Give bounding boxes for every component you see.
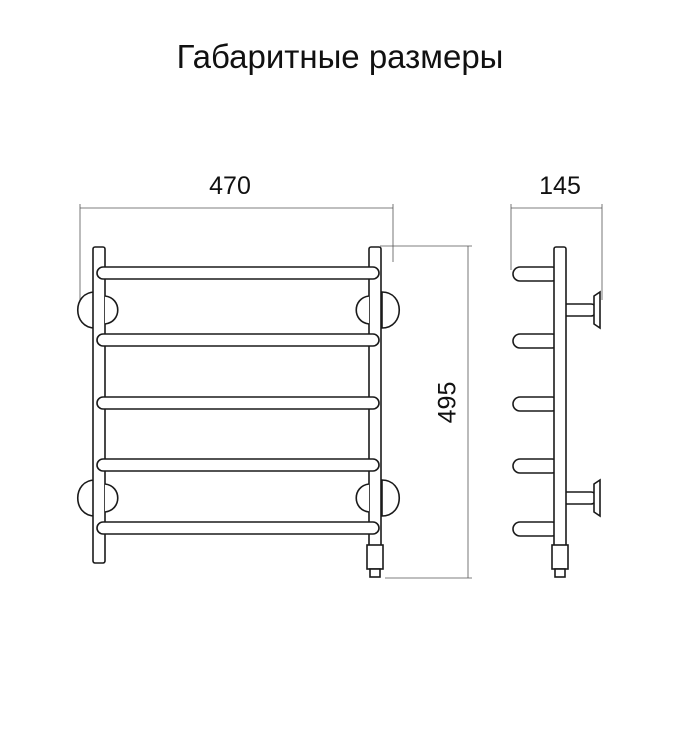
side-connector-body: [551, 544, 569, 570]
width-dimension-line: [79, 204, 394, 320]
side-rung-2: [512, 333, 560, 349]
side-connector-tip: [554, 568, 566, 578]
mount-cup-top-right: [355, 295, 370, 325]
diagram-title: Габаритные размеры: [176, 38, 504, 75]
rung-1: [96, 266, 380, 280]
side-post: [553, 246, 567, 564]
mount-top-right: [381, 291, 401, 329]
side-view: [512, 246, 601, 578]
connector-body: [366, 544, 384, 570]
rung-5: [96, 521, 380, 535]
mount-bottom-right: [381, 479, 401, 517]
side-rung-5: [512, 521, 560, 537]
width-dimension-label: 470: [209, 172, 251, 200]
mount-cup-bottom-right: [355, 483, 370, 513]
side-rung-4: [512, 458, 560, 474]
depth-dimension-label: 145: [539, 172, 581, 200]
front-view: [76, 246, 401, 578]
side-rung-3: [512, 396, 560, 412]
mount-cup-top-left: [104, 295, 119, 325]
connector-tip: [369, 568, 381, 578]
rung-2: [96, 333, 380, 347]
depth-dimension-line: [510, 204, 603, 300]
mount-cup-bottom-left: [104, 483, 119, 513]
side-rung-1: [512, 266, 560, 282]
height-dimension-line: [380, 245, 472, 579]
side-mount-arm-bottom: [561, 491, 597, 505]
side-mount-plate-bottom: [593, 478, 601, 518]
side-mount-plate-top: [593, 290, 601, 330]
rung-4: [96, 458, 380, 472]
side-mount-arm-top: [561, 303, 597, 317]
rung-3: [96, 396, 380, 410]
